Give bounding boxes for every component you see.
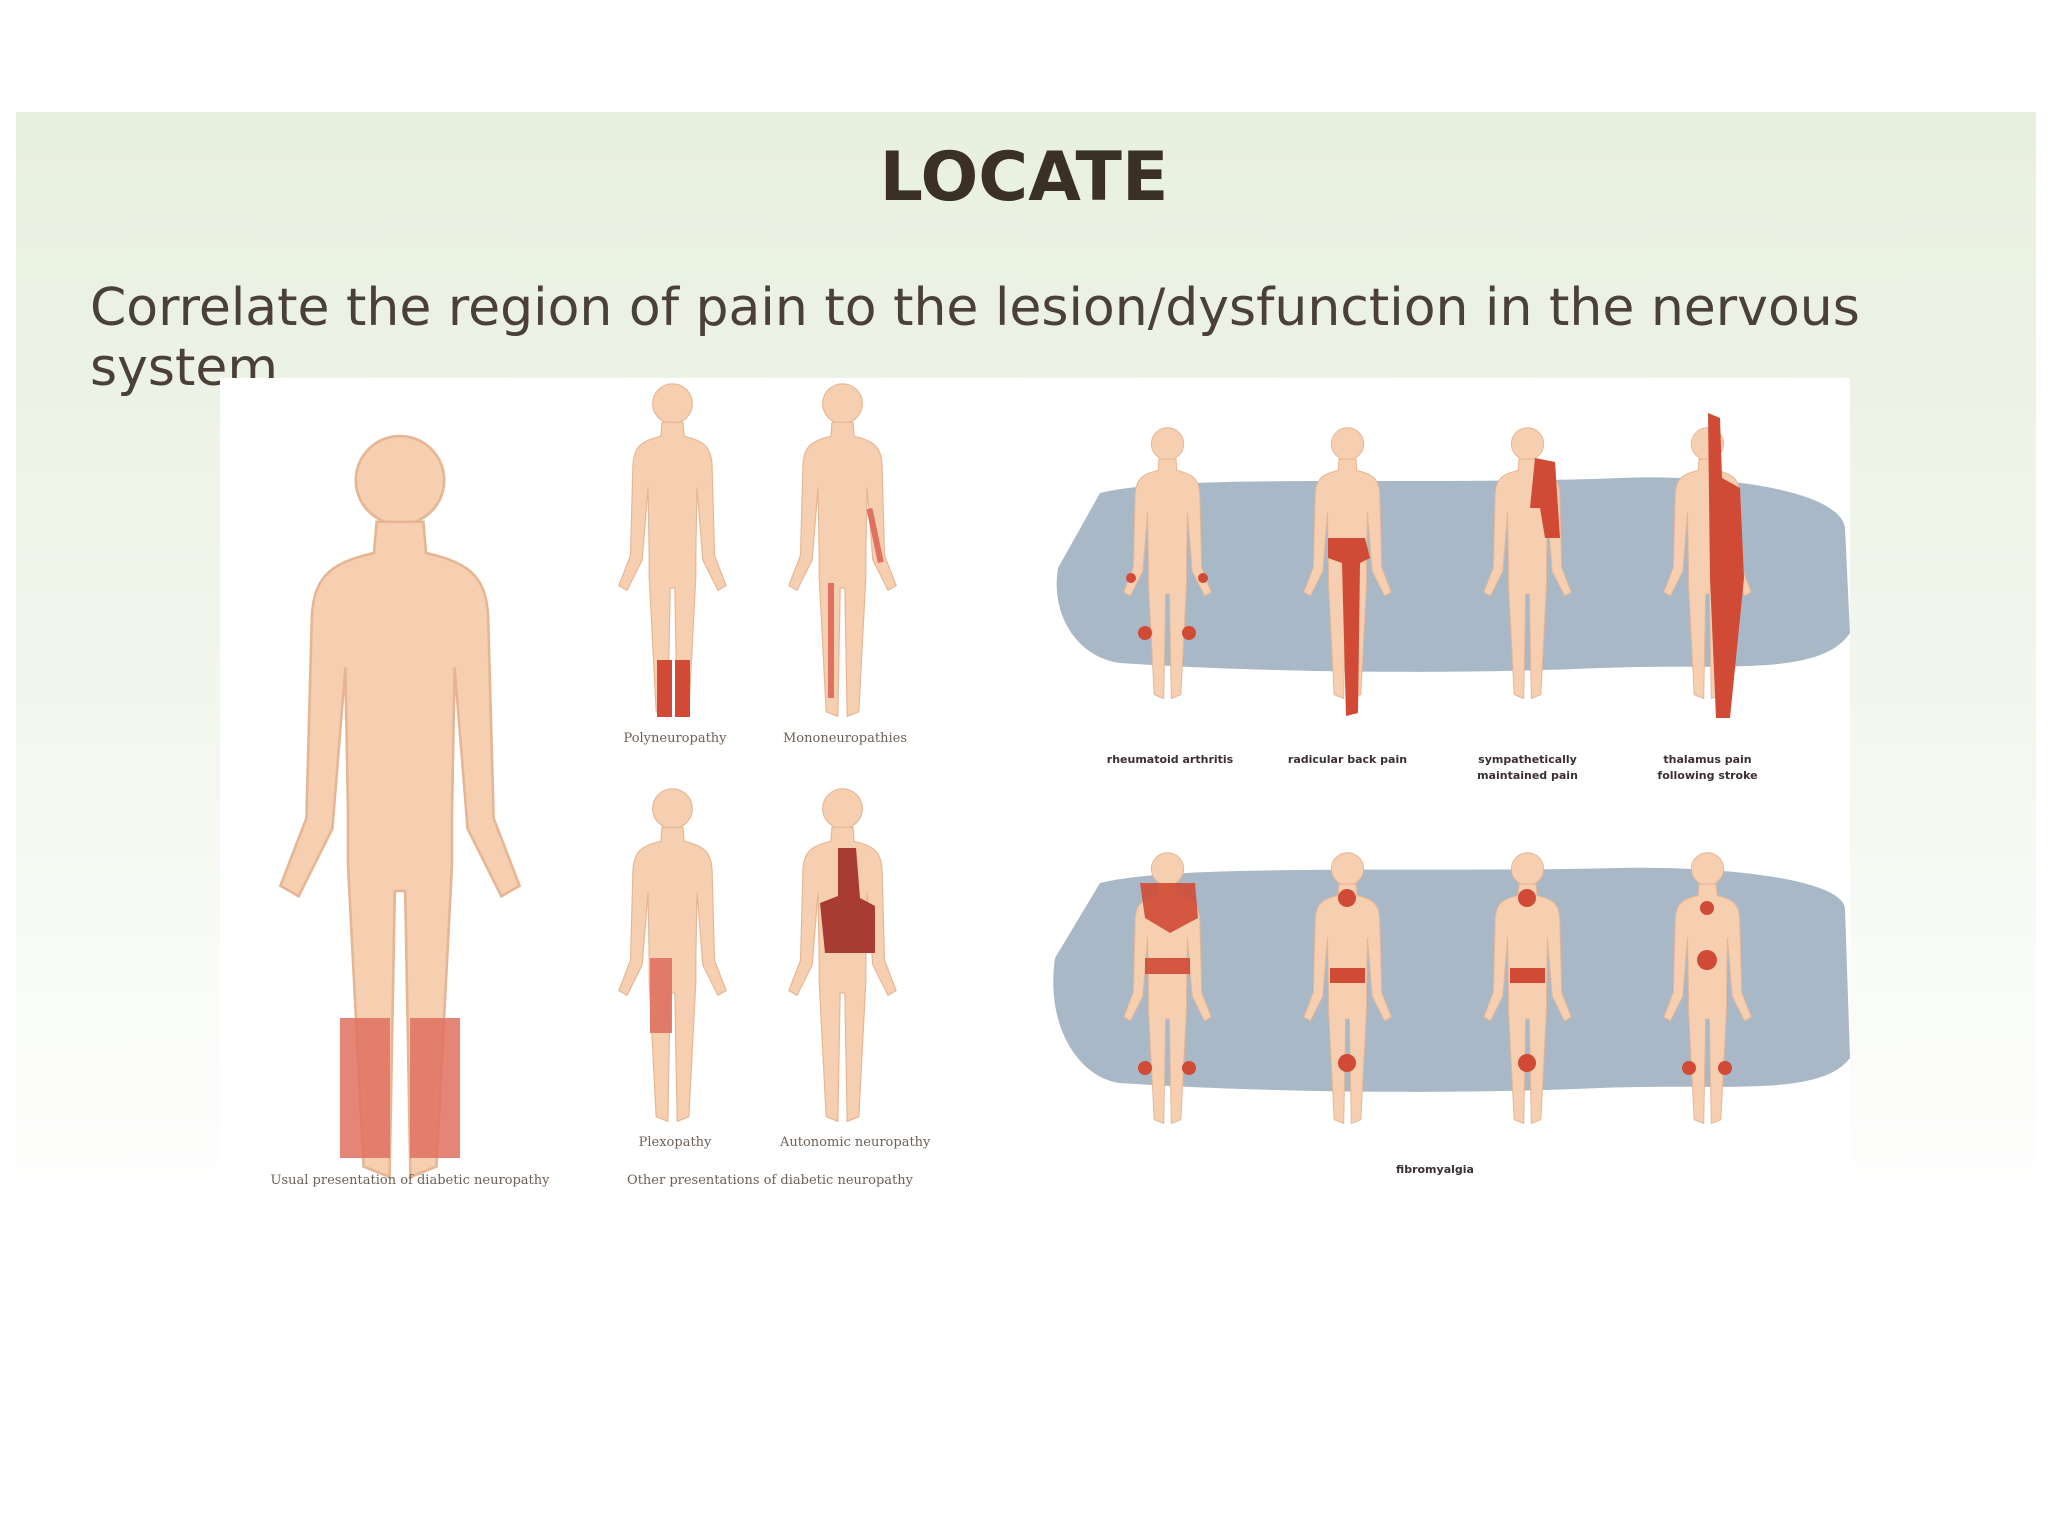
- top-gray-panel: [1056, 477, 1850, 672]
- body-fibromyalgia-side-right: [1483, 852, 1572, 1125]
- polyneuropathy-left-foot: [657, 660, 672, 717]
- label-mononeuropathies: Mononeuropathies: [782, 731, 907, 746]
- large-body-usual-presentation: [278, 434, 522, 1179]
- body-sympathetically-maintained-pain: [1483, 427, 1572, 700]
- label-fibromyalgia: fibromyalgia: [1396, 1163, 1474, 1176]
- label-maintained-pain: maintained pain: [1477, 769, 1578, 782]
- body-fibromyalgia-side-left: [1303, 852, 1392, 1125]
- label-plexopathy: Plexopathy: [638, 1135, 712, 1150]
- autonomic-organ-region: [820, 848, 875, 953]
- label-autonomic-neuropathy: Autonomic neuropathy: [780, 1135, 931, 1150]
- label-sympathetically: sympathetically: [1478, 753, 1577, 766]
- plexopathy-thigh-region: [650, 958, 672, 1033]
- radicular-pain-region: [1328, 538, 1370, 716]
- thalamus-halfbody-region: [1708, 413, 1744, 718]
- slide-title: LOCATE: [879, 138, 1169, 217]
- label-radicular-back-pain: radicular back pain: [1287, 753, 1408, 766]
- label-following-stroke: following stroke: [1657, 769, 1758, 782]
- body-fibromyalgia-front: [1663, 852, 1752, 1125]
- label-usual-presentation: Usual presentation of diabetic neuropath…: [270, 1173, 550, 1188]
- bottom-gray-panel: [1053, 867, 1850, 1092]
- left-foot-pain-region: [340, 1018, 390, 1158]
- body-plexopathy: [618, 788, 727, 1122]
- label-polyneuropathy: Polyneuropathy: [623, 731, 727, 746]
- slide-subtitle: Correlate the region of pain to the lesi…: [90, 278, 1860, 398]
- label-rheumatoid-arthritis: rheumatoid arthritis: [1106, 753, 1234, 766]
- right-foot-pain-region: [410, 1018, 460, 1158]
- label-thalamus-pain: thalamus pain: [1663, 753, 1752, 766]
- body-radicular-back-pain: [1303, 427, 1392, 716]
- body-mononeuropathies: [788, 383, 897, 717]
- sympathetic-arm-region: [1530, 458, 1560, 538]
- body-thalamus-pain: [1663, 413, 1752, 718]
- body-rheumatoid-arthritis: [1123, 427, 1212, 700]
- polyneuropathy-right-foot: [675, 660, 690, 717]
- label-other-presentations: Other presentations of diabetic neuropat…: [627, 1173, 913, 1188]
- mononeuropathy-arm-strip: [866, 507, 884, 564]
- body-polyneuropathy: [618, 383, 727, 717]
- body-autonomic-neuropathy: [788, 788, 897, 1122]
- body-fibromyalgia-back: [1123, 852, 1212, 1125]
- body-diagram-figure: Polyneuropathy Mononeuropathies Plexopat…: [220, 378, 1850, 1218]
- mononeuropathy-leg-strip: [828, 583, 834, 698]
- body-diagrams-svg: [278, 383, 1850, 1179]
